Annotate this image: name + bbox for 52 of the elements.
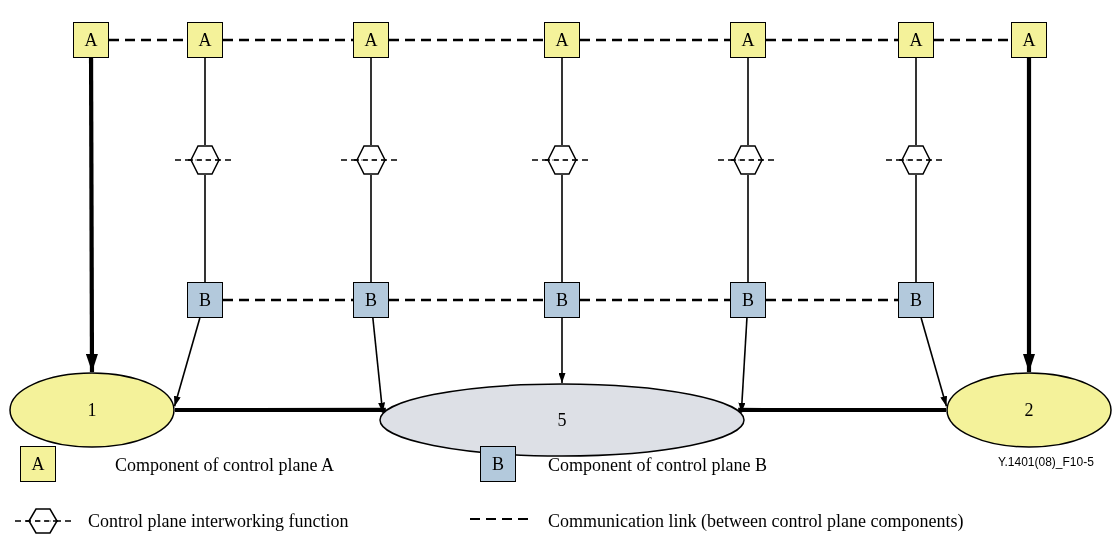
connector-line xyxy=(915,174,917,283)
arrow xyxy=(372,317,386,414)
arrow xyxy=(920,317,948,407)
component-box: A xyxy=(353,22,389,58)
dashed-link xyxy=(580,298,730,302)
arrow xyxy=(738,317,748,414)
dashed-link xyxy=(389,38,544,42)
connector-line xyxy=(370,174,372,283)
legend-text: Control plane interworking function xyxy=(88,511,349,532)
dashed-link xyxy=(223,38,353,42)
dashed-link xyxy=(766,38,898,42)
connector-line xyxy=(738,407,946,413)
connector-line xyxy=(370,57,372,146)
swatch-letter: A xyxy=(30,452,46,476)
network-number: 5 xyxy=(557,409,567,431)
legend-text: Component of control plane A xyxy=(115,455,334,476)
dashed-link xyxy=(934,38,1011,42)
network-number: 1 xyxy=(87,399,97,421)
component-box: B xyxy=(187,282,223,318)
arrow xyxy=(85,58,98,372)
connector-line xyxy=(747,57,749,146)
connector-line xyxy=(204,174,206,283)
swatch-letter: B xyxy=(491,452,505,476)
network-number: 2 xyxy=(1024,399,1034,421)
connector-line xyxy=(561,57,563,146)
component-box: B xyxy=(544,282,580,318)
arrow xyxy=(558,317,566,384)
legend-text: Communication link (between control plane components) xyxy=(548,511,964,532)
arrow xyxy=(1023,58,1035,372)
connector-line xyxy=(747,174,749,283)
connector-line xyxy=(561,174,563,283)
component-box: A xyxy=(1011,22,1047,58)
component-box: A xyxy=(730,22,766,58)
connector-line xyxy=(175,407,386,413)
dashed-link xyxy=(223,298,353,302)
network-ellipse xyxy=(946,372,1112,448)
dashed-link xyxy=(580,38,730,42)
component-box: A xyxy=(544,22,580,58)
network-ellipse xyxy=(379,383,745,457)
network-ellipse xyxy=(9,372,175,448)
connector-line xyxy=(915,57,917,146)
dashed-link xyxy=(766,298,898,302)
arrow xyxy=(173,317,201,407)
dashed-link xyxy=(389,298,544,302)
component-box: B xyxy=(730,282,766,318)
legend-text: Component of control plane B xyxy=(548,455,767,476)
component-box: A xyxy=(898,22,934,58)
connector-line xyxy=(204,57,206,146)
component-box: B xyxy=(898,282,934,318)
component-box: B xyxy=(353,282,389,318)
component-box: A xyxy=(187,22,223,58)
component-box: A xyxy=(73,22,109,58)
